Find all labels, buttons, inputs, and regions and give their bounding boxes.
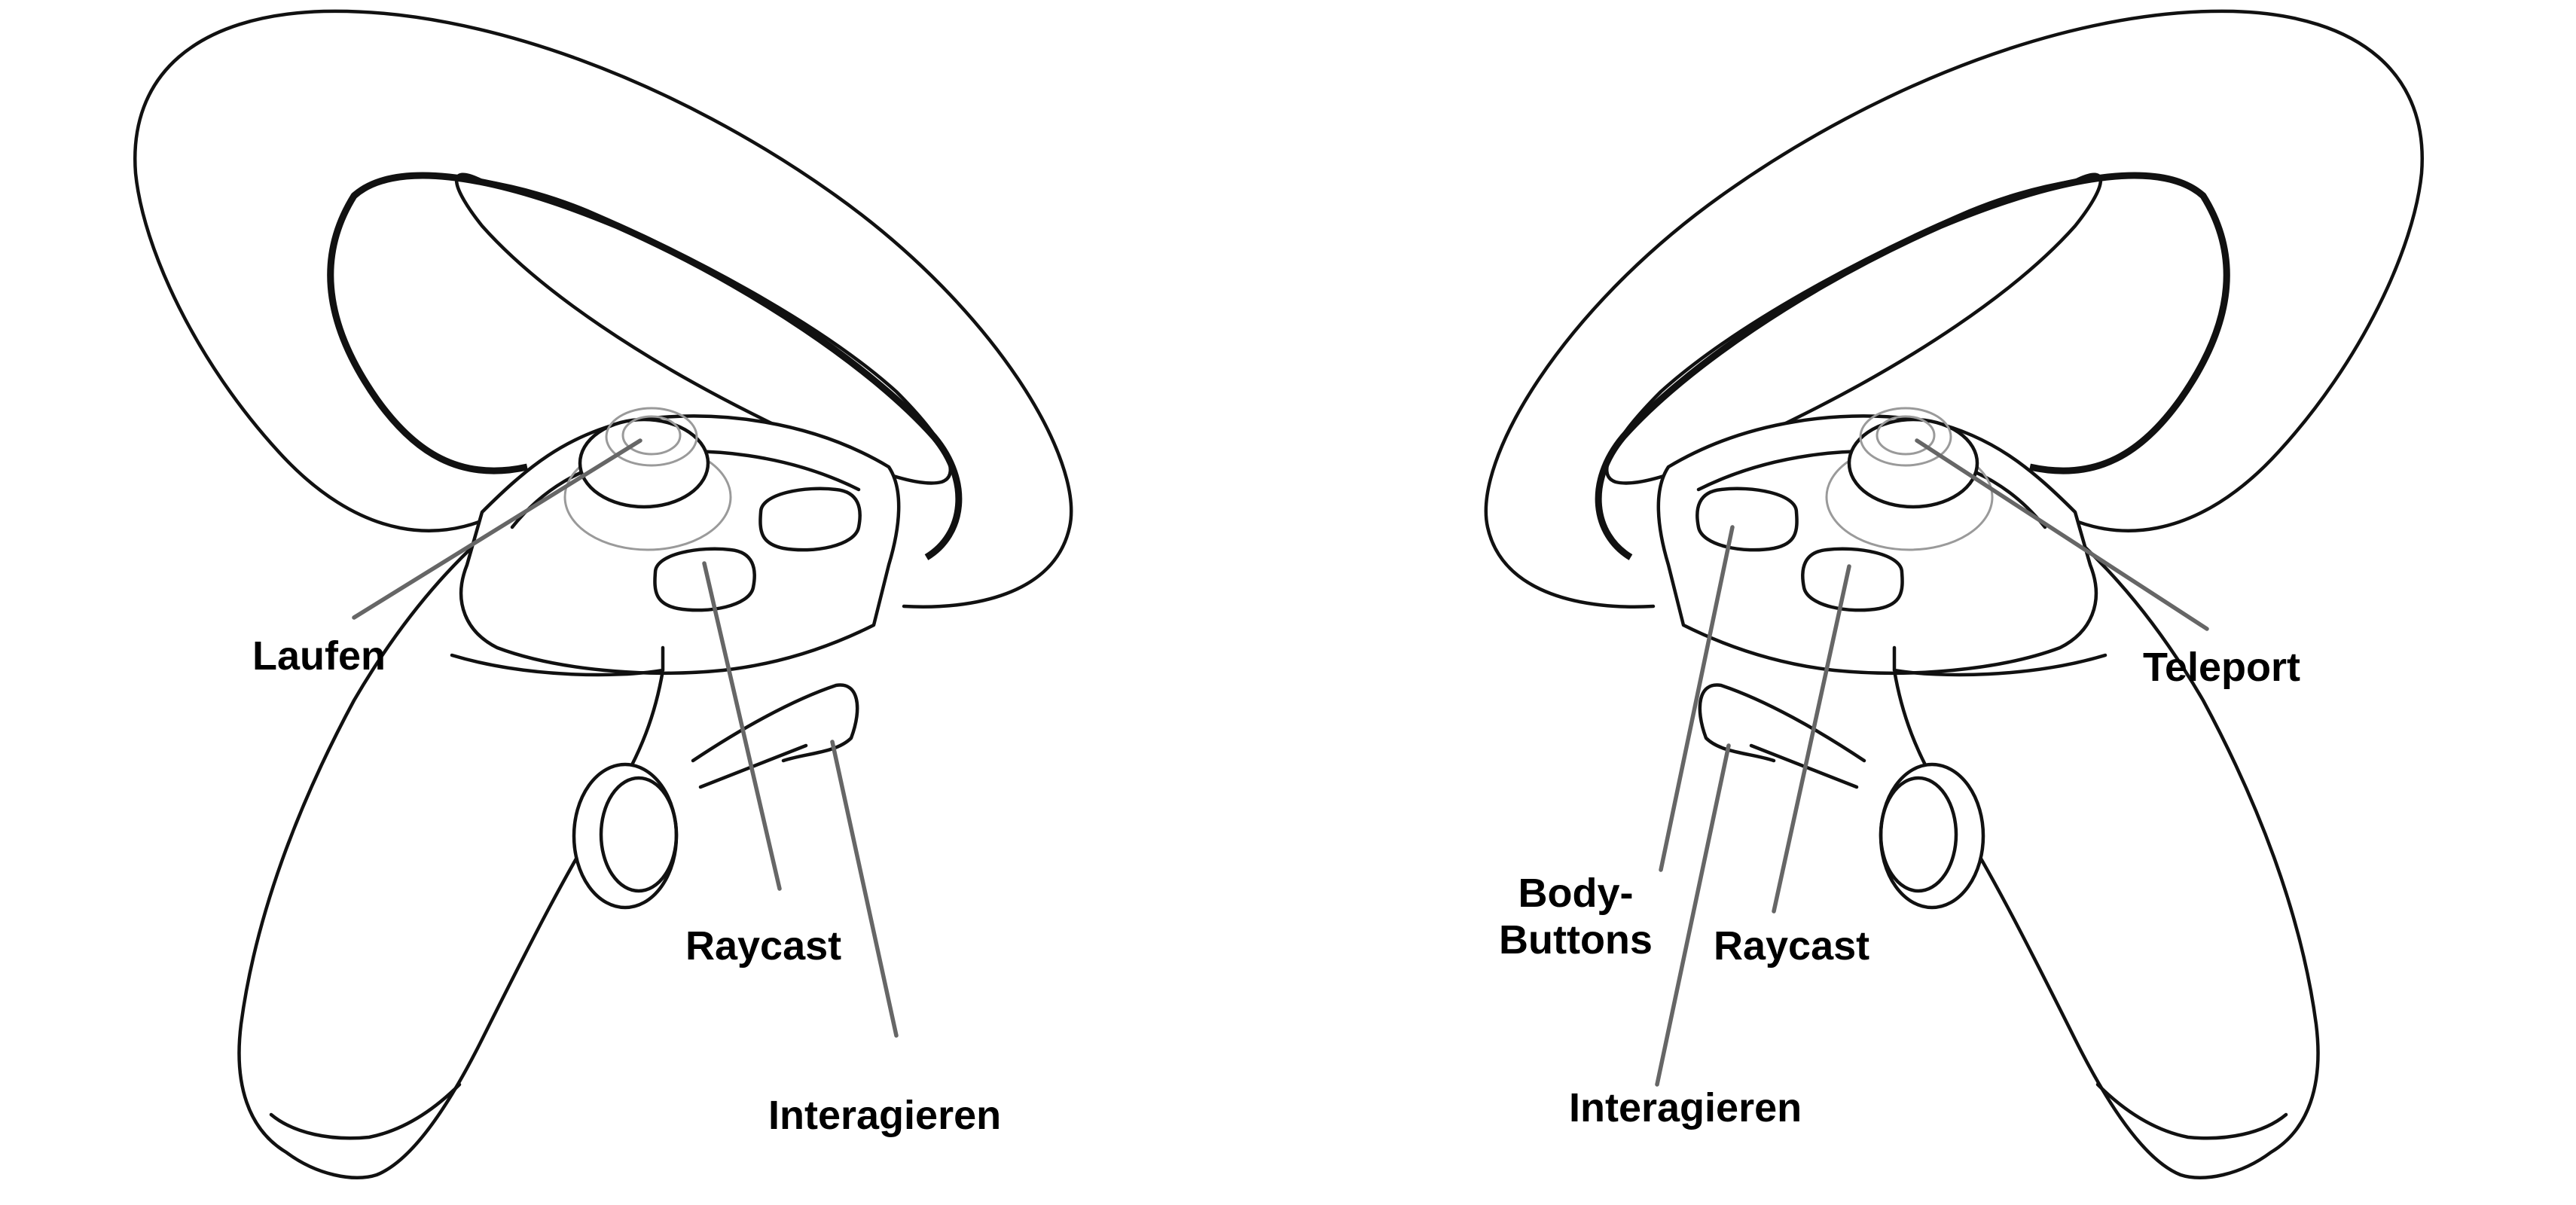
left-button-x [653, 547, 756, 612]
left-thumbstick-ring [578, 417, 710, 509]
right-tracking-ring [1484, 9, 2424, 609]
right-thumbstick-top [1859, 407, 1952, 467]
label-laufen: Laufen [252, 633, 386, 679]
right-trigger [1698, 683, 1866, 763]
left-thumbstick-cap [621, 415, 682, 456]
right-grip-inner [1879, 776, 1958, 893]
right-button-a [1801, 547, 1904, 612]
left-trigger [691, 683, 859, 763]
left-bevel [450, 645, 665, 677]
right-button-b [1695, 487, 1799, 552]
label-left-raycast: Raycast [685, 923, 842, 969]
label-left-interagieren: Interagieren [768, 1093, 1002, 1138]
left-ring-inner-hole [454, 172, 952, 485]
right-controller [1484, 9, 2424, 1179]
leader-lines [352, 438, 2209, 1087]
left-thumbstick-top [605, 407, 698, 467]
right-thumbstick-cap [1876, 415, 1936, 456]
leader-right-interagieren [1655, 743, 1731, 1087]
right-ring-inner-hole [1605, 172, 2103, 485]
left-handle-base [269, 1082, 462, 1140]
label-teleport: Teleport [2143, 645, 2301, 690]
leader-right-raycast [1772, 564, 1851, 914]
left-tracking-ring [133, 9, 1073, 609]
right-bevel [1892, 645, 2107, 677]
leader-laufen [352, 438, 642, 620]
left-grip-inner [599, 776, 679, 893]
label-right-raycast: Raycast [1714, 923, 1870, 969]
label-right-interagieren: Interagieren [1569, 1085, 1802, 1130]
leader-body-buttons [1659, 525, 1735, 872]
left-controller [133, 9, 1073, 1179]
leader-left-interagieren [830, 740, 899, 1038]
label-body-buttons-line2: Buttons [1499, 917, 1653, 962]
right-thumbstick-ring [1847, 417, 1979, 509]
label-body-buttons-line1: Body- [1518, 871, 1634, 916]
left-button-y [758, 487, 862, 552]
leader-left-raycast [702, 561, 782, 891]
label-body-buttons: Body- Buttons [1499, 870, 1653, 963]
right-handle-base [2095, 1082, 2288, 1140]
leader-teleport [1915, 438, 2209, 631]
